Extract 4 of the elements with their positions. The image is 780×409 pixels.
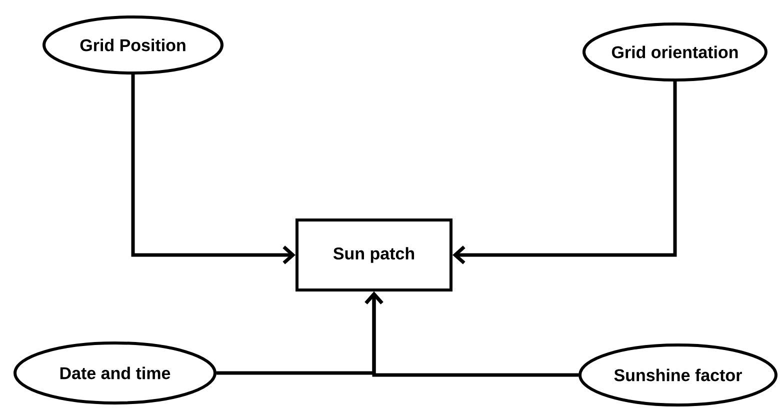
arrow [364, 292, 578, 377]
arrow [131, 74, 296, 264]
arrow [452, 82, 677, 264]
process-box: Sun patch [296, 218, 452, 292]
